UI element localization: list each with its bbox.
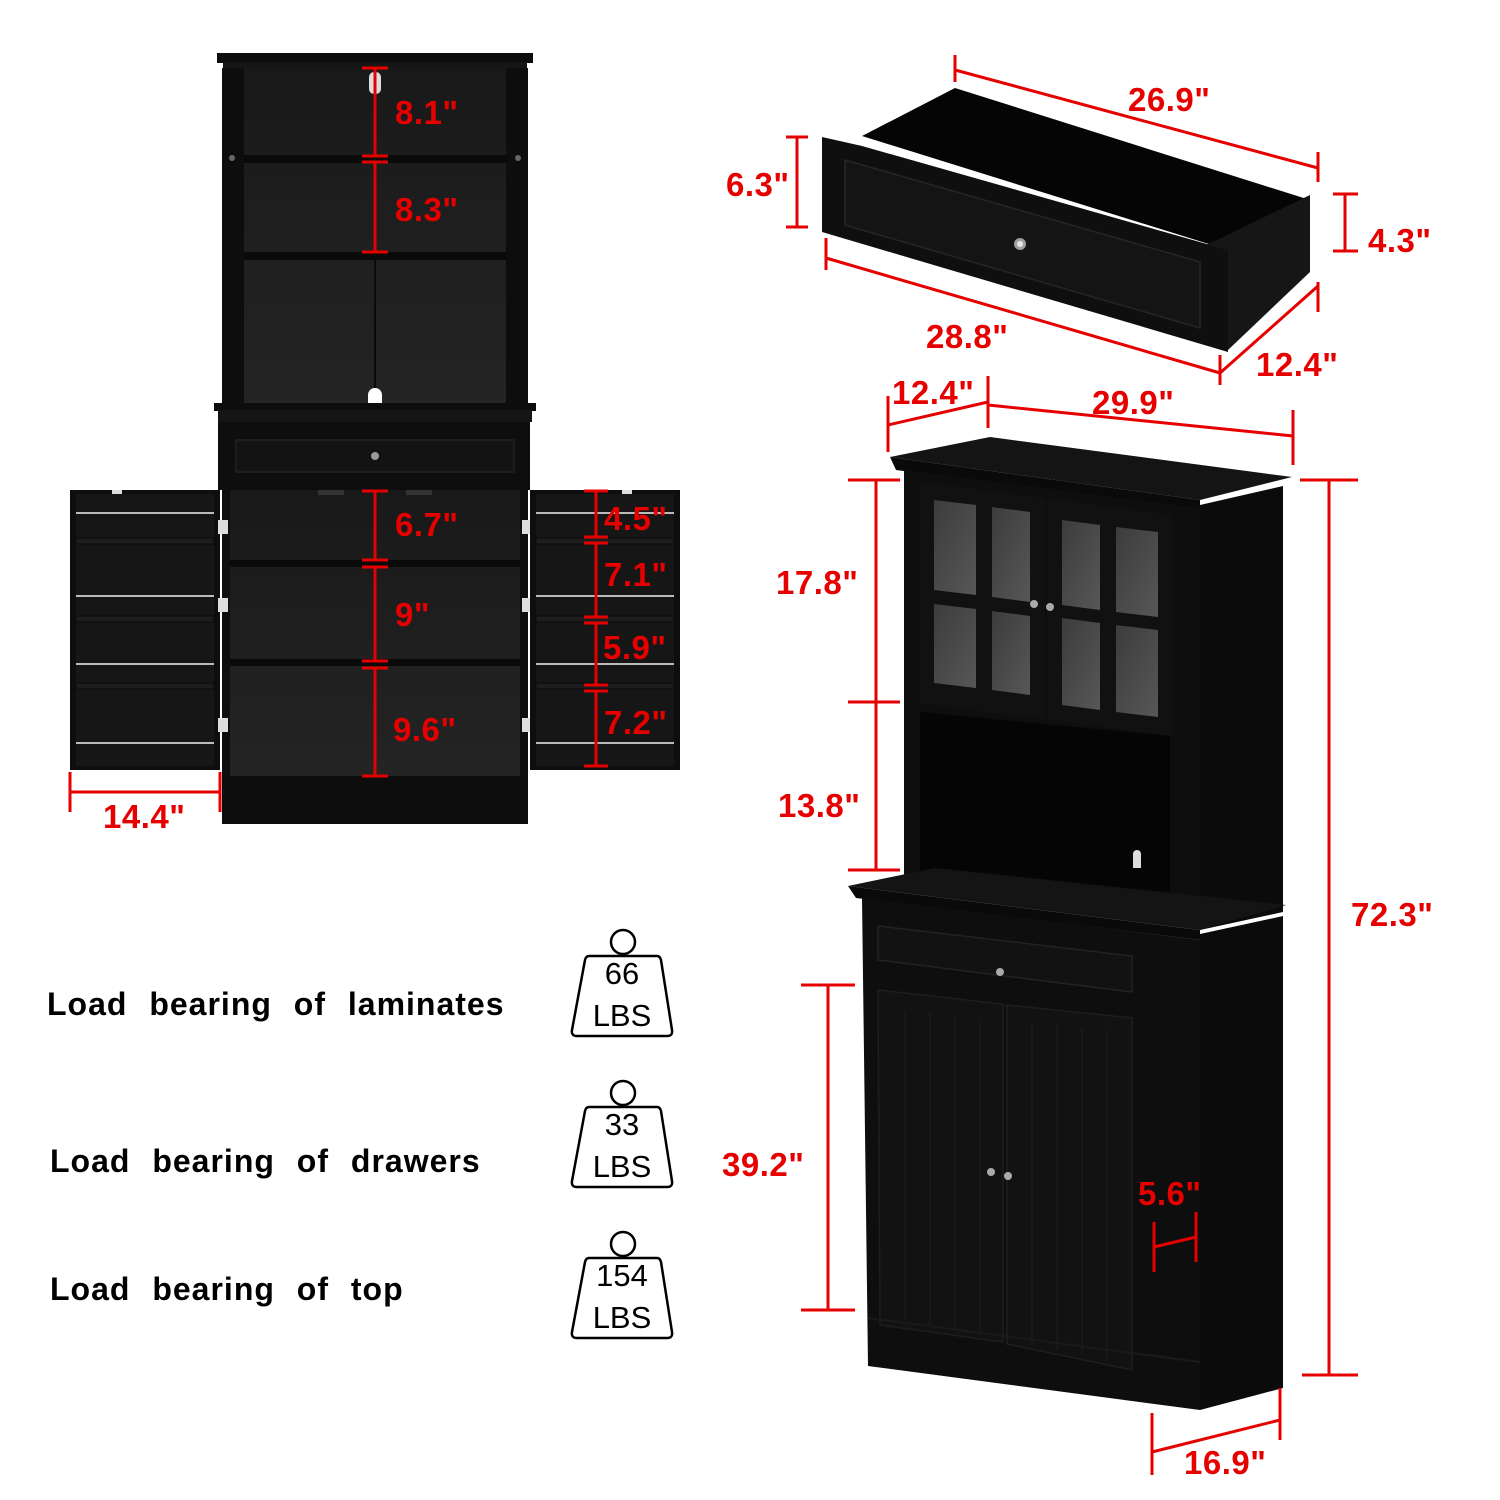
glass-cabinet-height-dimension: 17.8" (776, 564, 859, 601)
load-bearing-top-label: Load bearing of top (50, 1271, 404, 1307)
door-shelf-1-dimension: 4.5" (604, 500, 668, 537)
drawer-side-height-dimension: 4.3" (1368, 222, 1432, 259)
drawer-front-width-dimension: 28.8" (926, 318, 1009, 355)
side-offset-dimension: 5.6" (1138, 1175, 1202, 1212)
upper-shelf-2-dimension: 8.3" (395, 191, 459, 228)
weight-unit: LBS (592, 1300, 652, 1335)
drawer-isometric-view (822, 88, 1310, 352)
open-shelf-height-dimension: 13.8" (778, 787, 861, 824)
load-bearing-drawers-label: Load bearing of drawers (50, 1143, 481, 1179)
door-shelf-3-dimension: 5.9" (603, 629, 667, 666)
weight-badge-drawers: 33 LBS (570, 1079, 674, 1191)
door-shelf-2-dimension: 7.1" (604, 556, 668, 593)
hutch-top-width-dimension: 29.9" (1092, 384, 1175, 421)
weight-unit: LBS (592, 1149, 652, 1184)
weight-icon (570, 1230, 674, 1340)
upper-shelf-dimension-lines (362, 66, 388, 254)
hutch-full-view (848, 437, 1292, 1410)
hutch-top-depth-dimension: 12.4" (892, 374, 975, 411)
drawer-depth-dimension: 12.4" (1256, 346, 1339, 383)
base-center-shelf-2-dimension: 9" (395, 596, 430, 633)
base-center-shelf-1-dimension: 6.7" (395, 506, 459, 543)
total-height-dimension: 72.3" (1351, 896, 1434, 933)
weight-badge-top: 154 LBS (570, 1230, 674, 1342)
hutch-dimension-lines (801, 376, 1358, 1475)
weight-badge-laminates: 66 LBS (570, 928, 674, 1040)
door-shelf-4-dimension: 7.2" (604, 704, 668, 741)
drawer-back-width-dimension: 26.9" (1128, 81, 1211, 118)
base-center-shelf-3-dimension: 9.6" (393, 711, 457, 748)
load-bearing-laminates-label: Load bearing of laminates (47, 986, 505, 1022)
door-width-dimension: 14.4" (103, 798, 186, 835)
base-depth-dimension: 16.9" (1184, 1444, 1267, 1481)
weight-unit: LBS (592, 998, 652, 1033)
weight-value: 154 (596, 1258, 648, 1293)
weight-icon (570, 1079, 674, 1189)
upper-shelf-1-dimension: 8.1" (395, 94, 459, 131)
base-shelf-dimension-lines (68, 489, 608, 812)
weight-icon (570, 928, 674, 1038)
drawer-dimension-lines (786, 55, 1358, 385)
drawer-front-height-dimension: 6.3" (726, 166, 790, 203)
base-cabinet-height-dimension: 39.2" (722, 1146, 805, 1183)
weight-value: 66 (604, 956, 640, 991)
weight-value: 33 (604, 1107, 640, 1142)
